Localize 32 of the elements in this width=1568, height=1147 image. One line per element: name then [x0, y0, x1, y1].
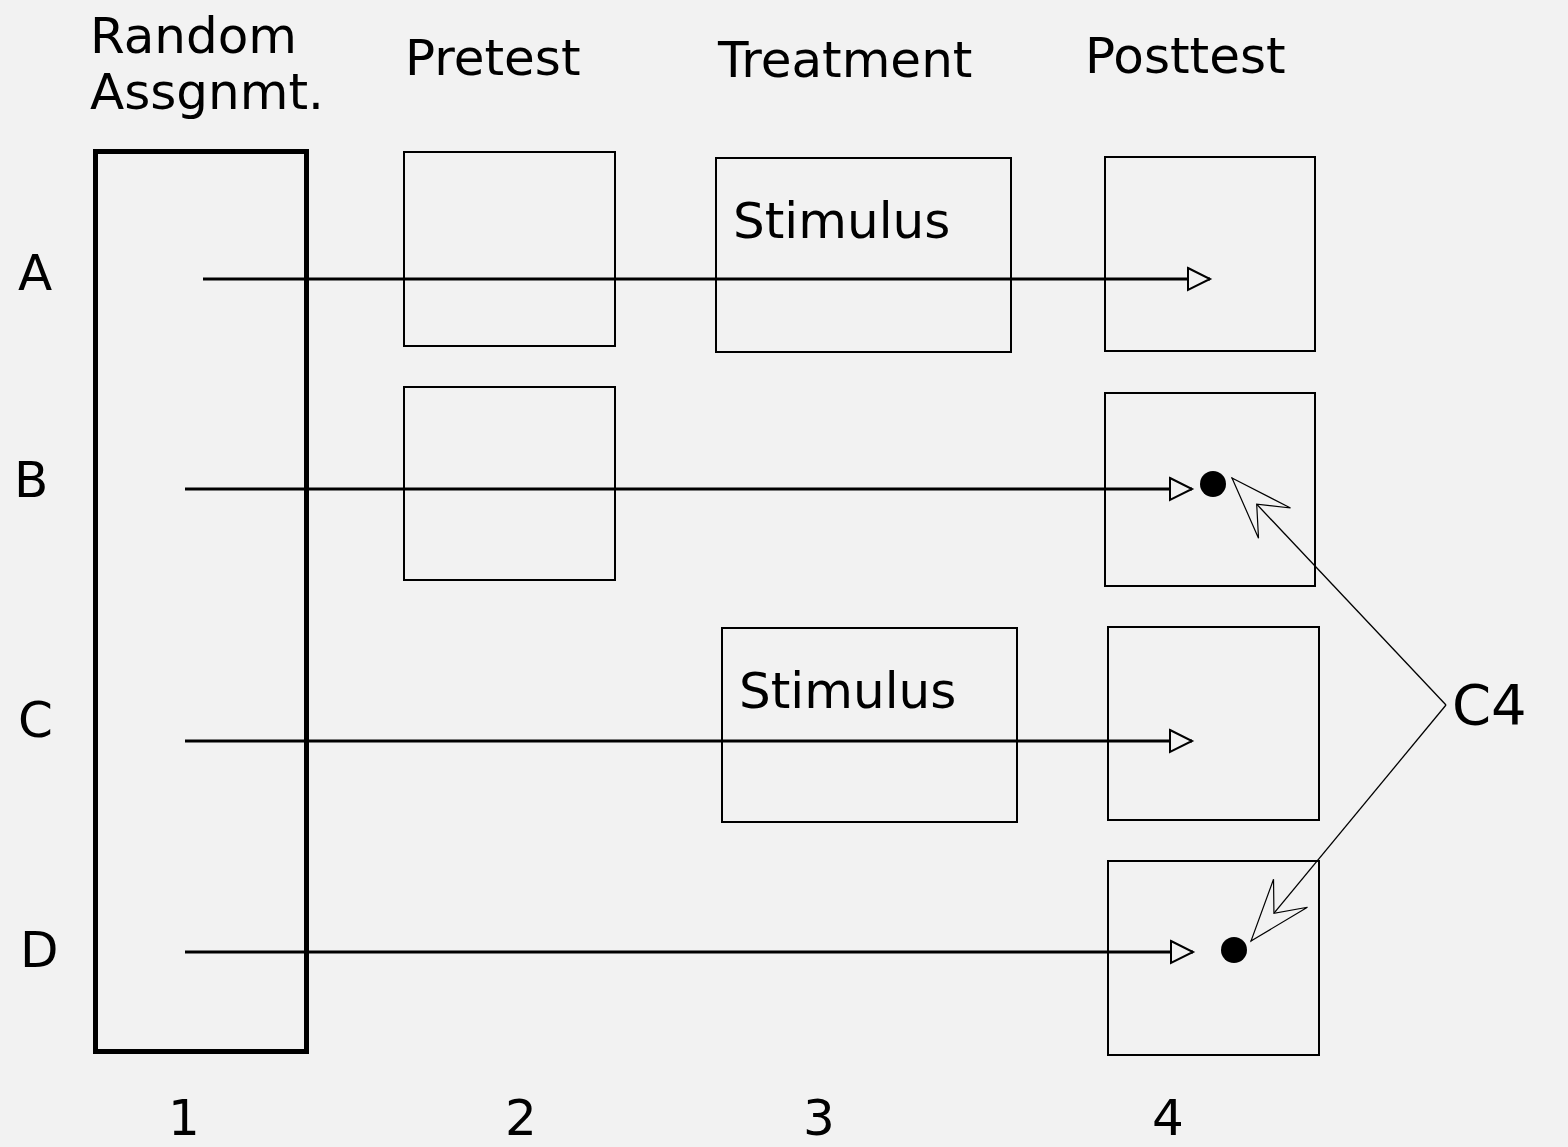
- arrow: [185, 940, 1194, 964]
- column-number: 3: [803, 1090, 835, 1146]
- treatment-box: [721, 627, 1018, 823]
- posttest-box: [1104, 392, 1316, 587]
- column-heading: Treatment: [718, 32, 973, 88]
- row-letter: A: [18, 245, 53, 301]
- stimulus-text: Stimulus: [733, 193, 951, 249]
- dot: [1200, 471, 1226, 497]
- posttest-box: [1104, 156, 1316, 352]
- column-heading: Posttest: [1085, 28, 1286, 84]
- row-letter: D: [20, 922, 59, 978]
- row-letter: B: [14, 452, 49, 508]
- stimulus-text: Stimulus: [739, 663, 957, 719]
- column-heading: Pretest: [405, 30, 581, 86]
- arrow: [721, 729, 1193, 753]
- treatment-box: [715, 157, 1012, 353]
- posttest-box: [1107, 626, 1320, 821]
- column-number: 4: [1152, 1090, 1184, 1146]
- dot: [1221, 937, 1247, 963]
- pretest-box: [403, 151, 616, 347]
- column-number: 2: [505, 1090, 537, 1146]
- arrow: [715, 267, 1211, 291]
- column-heading: Random Assgnmt.: [90, 8, 325, 120]
- posttest-box: [1107, 860, 1320, 1056]
- assignment-box: [93, 149, 309, 1054]
- leader-line: [1250, 704, 1447, 942]
- leader-line: [1231, 477, 1447, 706]
- arrow: [403, 477, 1193, 501]
- row-letter: C: [18, 692, 53, 748]
- column-number: 1: [168, 1090, 200, 1146]
- pretest-box: [403, 386, 616, 581]
- callout-label: C4: [1452, 675, 1527, 735]
